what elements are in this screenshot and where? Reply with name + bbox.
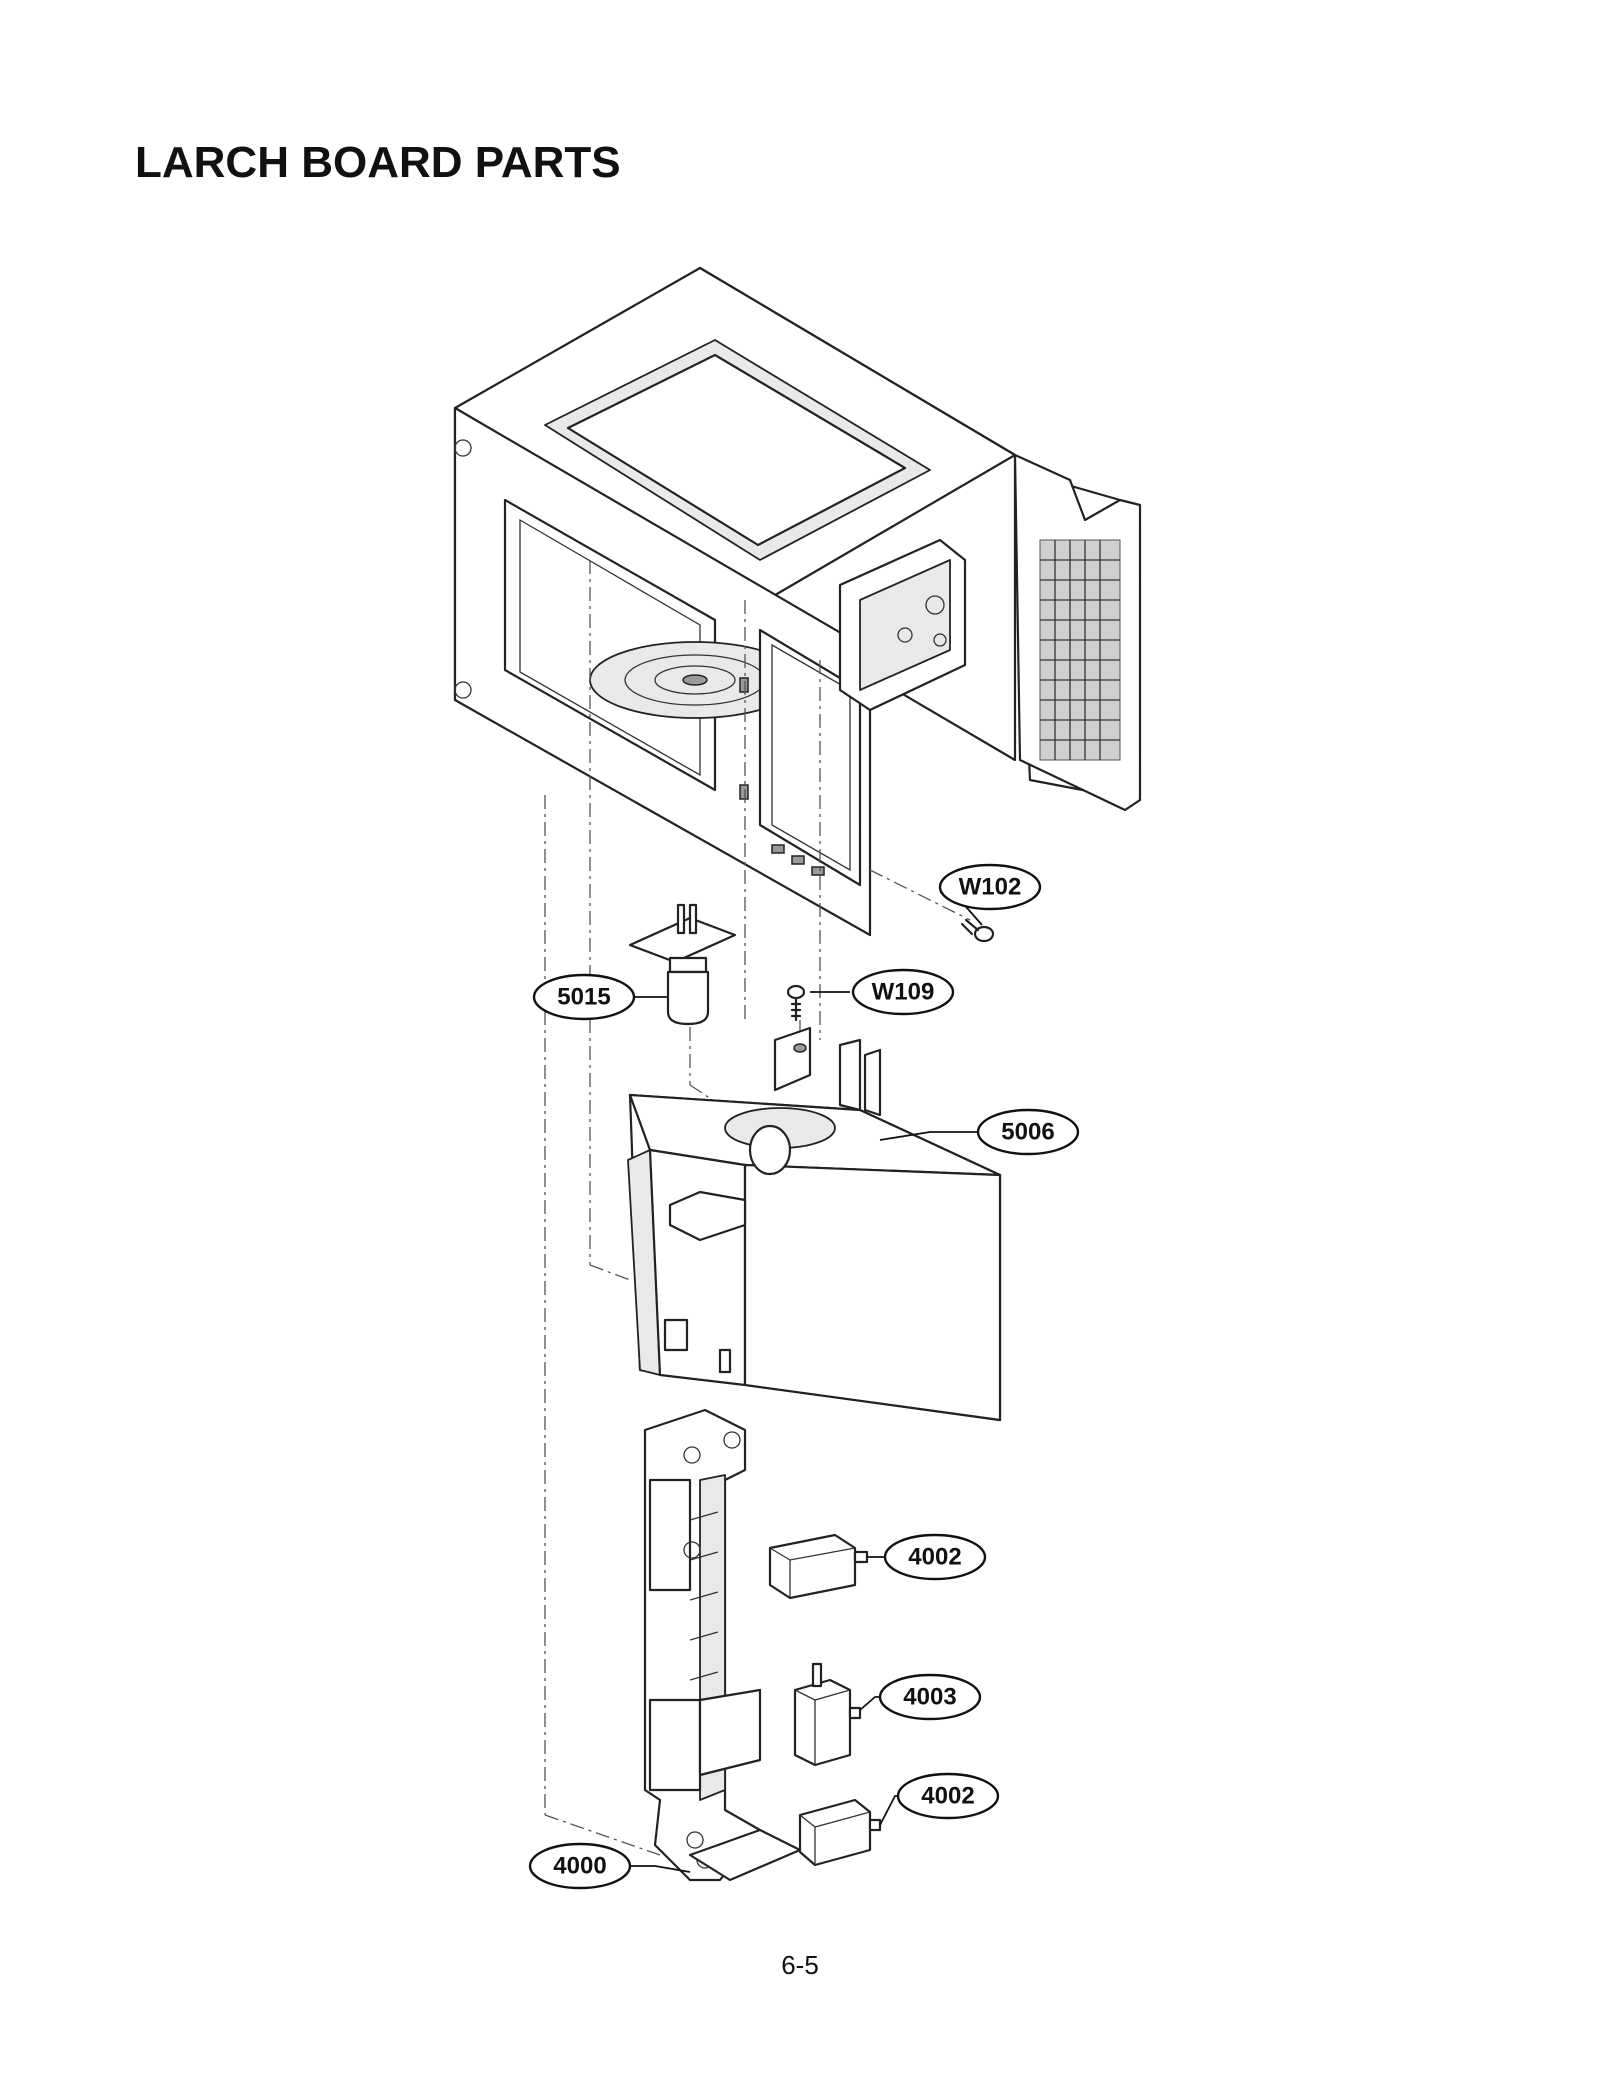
screw-w102	[960, 918, 995, 943]
callout-w109-label: W109	[872, 979, 935, 1006]
callout-5015: 5015	[532, 973, 668, 1021]
callout-5006-label: 5006	[1001, 1119, 1054, 1146]
switch-part-4003	[793, 1662, 862, 1767]
callout-4000-label: 4000	[553, 1853, 606, 1880]
callout-w102-label: W102	[959, 874, 1022, 901]
callout-4002-upper-label: 4002	[908, 1544, 961, 1571]
lamp-part-5015	[628, 903, 737, 1026]
callout-4002-lower-label: 4002	[921, 1783, 974, 1810]
latch-part-4000	[643, 1408, 802, 1882]
page-title: LARCH BOARD PARTS	[135, 138, 621, 187]
oven-cavity-assembly	[453, 266, 1142, 937]
switch-part-4002-upper	[768, 1533, 869, 1600]
callout-4003-label: 4003	[903, 1684, 956, 1711]
switch-part-4002-lower	[798, 1798, 882, 1867]
assembly-guide-lines	[544, 560, 971, 1856]
callout-4000: 4000	[528, 1842, 691, 1890]
screw-w109	[786, 984, 806, 1022]
callout-4003: 4003	[859, 1673, 982, 1721]
page-number: 6-5	[781, 1950, 819, 1980]
vent-grid	[1039, 539, 1121, 761]
callout-4002-lower: 4002	[879, 1772, 1000, 1826]
callout-5015-label: 5015	[557, 984, 610, 1011]
callout-5006: 5006	[879, 1108, 1080, 1156]
callout-4002-upper: 4002	[867, 1533, 987, 1581]
callout-w109: W109	[810, 968, 955, 1016]
callout-w102: W102	[938, 863, 1042, 926]
larch-board-part-5006	[627, 1026, 1002, 1422]
